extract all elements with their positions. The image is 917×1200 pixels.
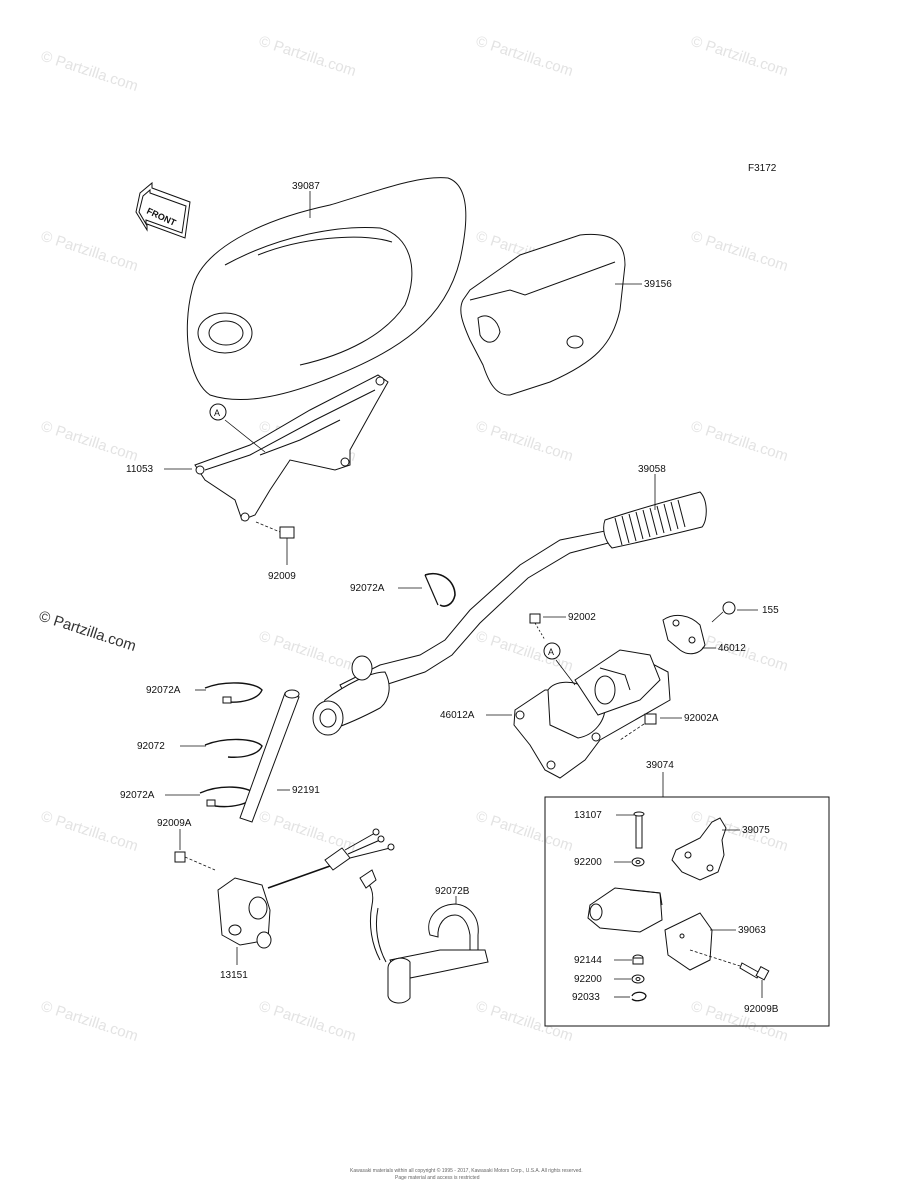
washer-92200-upper bbox=[614, 857, 645, 867]
label-92002a: 92002A bbox=[684, 713, 719, 724]
svg-text:A: A bbox=[548, 647, 554, 657]
watermark: © Partzilla.com bbox=[257, 628, 358, 675]
watermark-main: © Partzilla.com bbox=[37, 608, 138, 655]
bolt-92009b bbox=[689, 949, 770, 998]
label-92072a-upper: 92072A bbox=[350, 583, 385, 594]
label-39074: 39074 bbox=[646, 760, 674, 771]
bolt-155 bbox=[711, 601, 758, 623]
watermark: © Partzilla.com bbox=[689, 418, 790, 465]
label-92191: 92191 bbox=[292, 785, 320, 796]
clamp-92072a-middle bbox=[195, 682, 263, 704]
pin-13107 bbox=[616, 811, 645, 849]
screw-92002 bbox=[529, 613, 566, 641]
label-92072a-middle: 92072A bbox=[146, 685, 181, 696]
label-92144: 92144 bbox=[574, 955, 602, 966]
cover-39063 bbox=[664, 912, 736, 971]
bolt-92009 bbox=[255, 521, 295, 565]
holder-46012 bbox=[662, 614, 716, 655]
clamp-92072 bbox=[180, 738, 263, 758]
throttle-case-46012a bbox=[486, 649, 671, 779]
bracket-11053 bbox=[164, 374, 389, 522]
watermark: © Partzilla.com bbox=[257, 998, 358, 1045]
label-92072: 92072 bbox=[137, 741, 165, 752]
watermark: © Partzilla.com bbox=[39, 418, 140, 465]
clamp-92072a-lower bbox=[165, 786, 256, 808]
front-arrow-icon: FRONT bbox=[135, 181, 191, 239]
label-155: 155 bbox=[762, 605, 779, 616]
cover-39156 bbox=[460, 233, 642, 396]
switch-13151 bbox=[217, 828, 395, 965]
label-92200-lower: 92200 bbox=[574, 974, 602, 985]
watermark: © Partzilla.com bbox=[39, 48, 140, 95]
label-13151: 13151 bbox=[220, 970, 248, 981]
label-92072a-lower: 92072A bbox=[120, 790, 155, 801]
label-46012: 46012 bbox=[718, 643, 746, 654]
watermark: © Partzilla.com bbox=[689, 33, 790, 80]
footer-copyright: Kawasaki materials within all copyright … bbox=[350, 1167, 583, 1174]
label-92009a: 92009A bbox=[157, 818, 192, 829]
label-92072b: 92072B bbox=[435, 886, 470, 897]
tube-92191 bbox=[239, 689, 300, 823]
label-39156: 39156 bbox=[644, 279, 672, 290]
figure-code: F3172 bbox=[748, 163, 777, 174]
label-46012a: 46012A bbox=[440, 710, 475, 721]
watermark: © Partzilla.com bbox=[39, 808, 140, 855]
lever-housing bbox=[587, 887, 663, 933]
svg-text:A: A bbox=[214, 408, 220, 418]
label-92002: 92002 bbox=[568, 612, 596, 623]
spring-92144 bbox=[614, 954, 644, 965]
clamp-92072a-upper bbox=[398, 573, 456, 607]
watermark: © Partzilla.com bbox=[39, 228, 140, 275]
watermark: © Partzilla.com bbox=[257, 33, 358, 80]
circlip-92033 bbox=[614, 991, 647, 1002]
clamp-92072b bbox=[359, 869, 489, 1004]
seat-cover-39087 bbox=[186, 177, 467, 400]
watermark: © Partzilla.com bbox=[474, 33, 575, 80]
screw-92002a bbox=[619, 713, 682, 741]
label-39075: 39075 bbox=[742, 825, 770, 836]
watermark: © Partzilla.com bbox=[257, 808, 358, 855]
watermark: © Partzilla.com bbox=[474, 998, 575, 1045]
ref-marker-a-lower: A bbox=[543, 642, 561, 660]
watermark: © Partzilla.com bbox=[474, 808, 575, 855]
handlebar-39058 bbox=[312, 474, 707, 736]
ref-marker-a-upper: A bbox=[209, 403, 227, 421]
kit-box bbox=[544, 796, 830, 1027]
watermark: © Partzilla.com bbox=[39, 998, 140, 1045]
watermark: © Partzilla.com bbox=[689, 228, 790, 275]
label-92033: 92033 bbox=[572, 992, 600, 1003]
label-92009b: 92009B bbox=[744, 1004, 779, 1015]
label-39058: 39058 bbox=[638, 464, 666, 475]
label-13107: 13107 bbox=[574, 810, 602, 821]
footer-restriction: Page material and access is restricted bbox=[395, 1175, 480, 1181]
lever-39075 bbox=[671, 817, 740, 881]
bolt-92009a bbox=[174, 829, 216, 871]
watermark: © Partzilla.com bbox=[474, 418, 575, 465]
label-39087: 39087 bbox=[292, 181, 320, 192]
label-11053: 11053 bbox=[126, 464, 154, 475]
label-39063: 39063 bbox=[738, 925, 766, 936]
label-92009: 92009 bbox=[268, 571, 296, 582]
label-92200-upper: 92200 bbox=[574, 857, 602, 868]
washer-92200-lower bbox=[614, 974, 645, 984]
